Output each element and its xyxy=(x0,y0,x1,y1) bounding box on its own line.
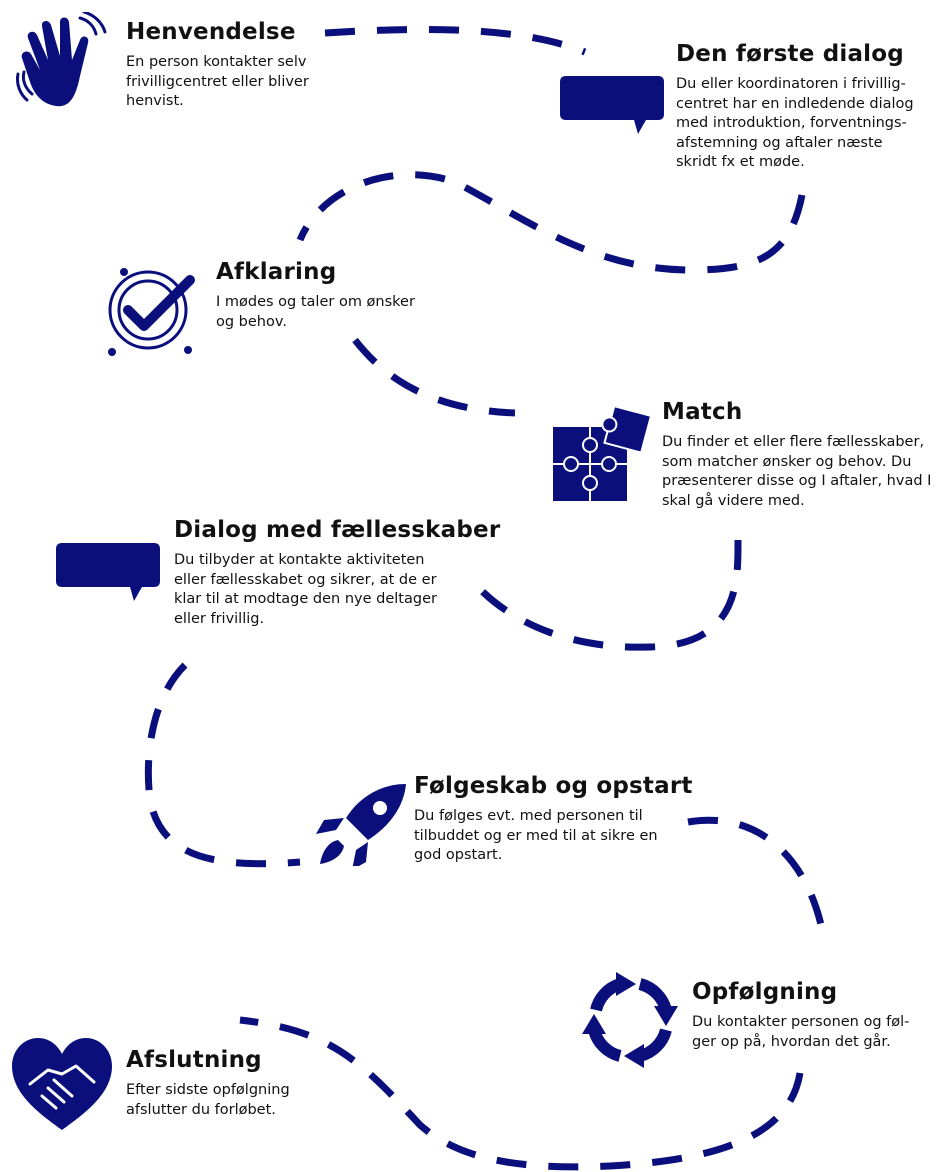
step-title: Henvendelse xyxy=(126,19,296,45)
checkmark-circle-icon xyxy=(108,268,195,356)
rocket-icon xyxy=(316,784,406,866)
path-segment-4 xyxy=(467,539,742,651)
path-segment-2 xyxy=(296,171,806,274)
path-segment-6 xyxy=(687,816,829,946)
path-segment-3 xyxy=(352,337,516,417)
waving-hand-icon xyxy=(16,12,107,107)
step-description: Du tilbyder at kontakte aktiviteten elle… xyxy=(174,552,437,627)
step-title: Afklaring xyxy=(216,259,337,285)
step-title: Opfølgning xyxy=(692,979,838,1005)
path-segment-5 xyxy=(144,662,301,868)
step-title: Match xyxy=(662,399,743,425)
path-segment-7 xyxy=(239,1016,804,1171)
step-description: I mødes og taler om ønsker og behov. xyxy=(216,294,415,330)
step-title: Dialog med fællesskaber xyxy=(174,517,501,543)
cycle-arrows-icon xyxy=(582,972,678,1068)
speech-bubble-icon xyxy=(56,543,160,601)
step-title: Afslutning xyxy=(126,1047,262,1073)
step-henvendelse: Henvendelse En person kontakter selv fri… xyxy=(126,18,356,112)
step-folgeskab-og-opstart: Følgeskab og opstart Du følges evt. med … xyxy=(414,772,694,866)
puzzle-icon xyxy=(551,406,653,503)
step-opfolgning: Opfølgning Du kontakter personen og føl-… xyxy=(692,978,932,1052)
step-dialog-med-faellesskaber: Dialog med fællesskaber Du tilbyder at k… xyxy=(174,516,501,629)
step-description: En person kontakter selv frivilligcentre… xyxy=(126,54,309,109)
step-title: Følgeskab og opstart xyxy=(414,773,693,799)
step-description: Du følges evt. med personen til tilbudde… xyxy=(414,808,658,863)
step-match: Match Du finder et eller flere fællesska… xyxy=(662,398,940,511)
speech-bubble-icon xyxy=(560,76,664,134)
step-afslutning: Afslutning Efter sidste opfølgning afslu… xyxy=(126,1046,356,1120)
step-description: Du eller koordinatoren i frivillig- cent… xyxy=(676,76,914,170)
step-den-forste-dialog: Den første dialog Du eller koordinatoren… xyxy=(676,40,940,173)
heart-handshake-icon xyxy=(12,1038,112,1130)
step-description: Du finder et eller flere fællesskaber, s… xyxy=(662,434,932,509)
step-description: Efter sidste opfølgning afslutter du for… xyxy=(126,1082,290,1118)
path-segment-1 xyxy=(324,25,587,56)
step-title: Den første dialog xyxy=(676,41,904,67)
step-description: Du kontakter personen og føl- ger op på,… xyxy=(692,1014,910,1050)
step-afklaring: Afklaring I mødes og taler om ønsker og … xyxy=(216,258,446,332)
